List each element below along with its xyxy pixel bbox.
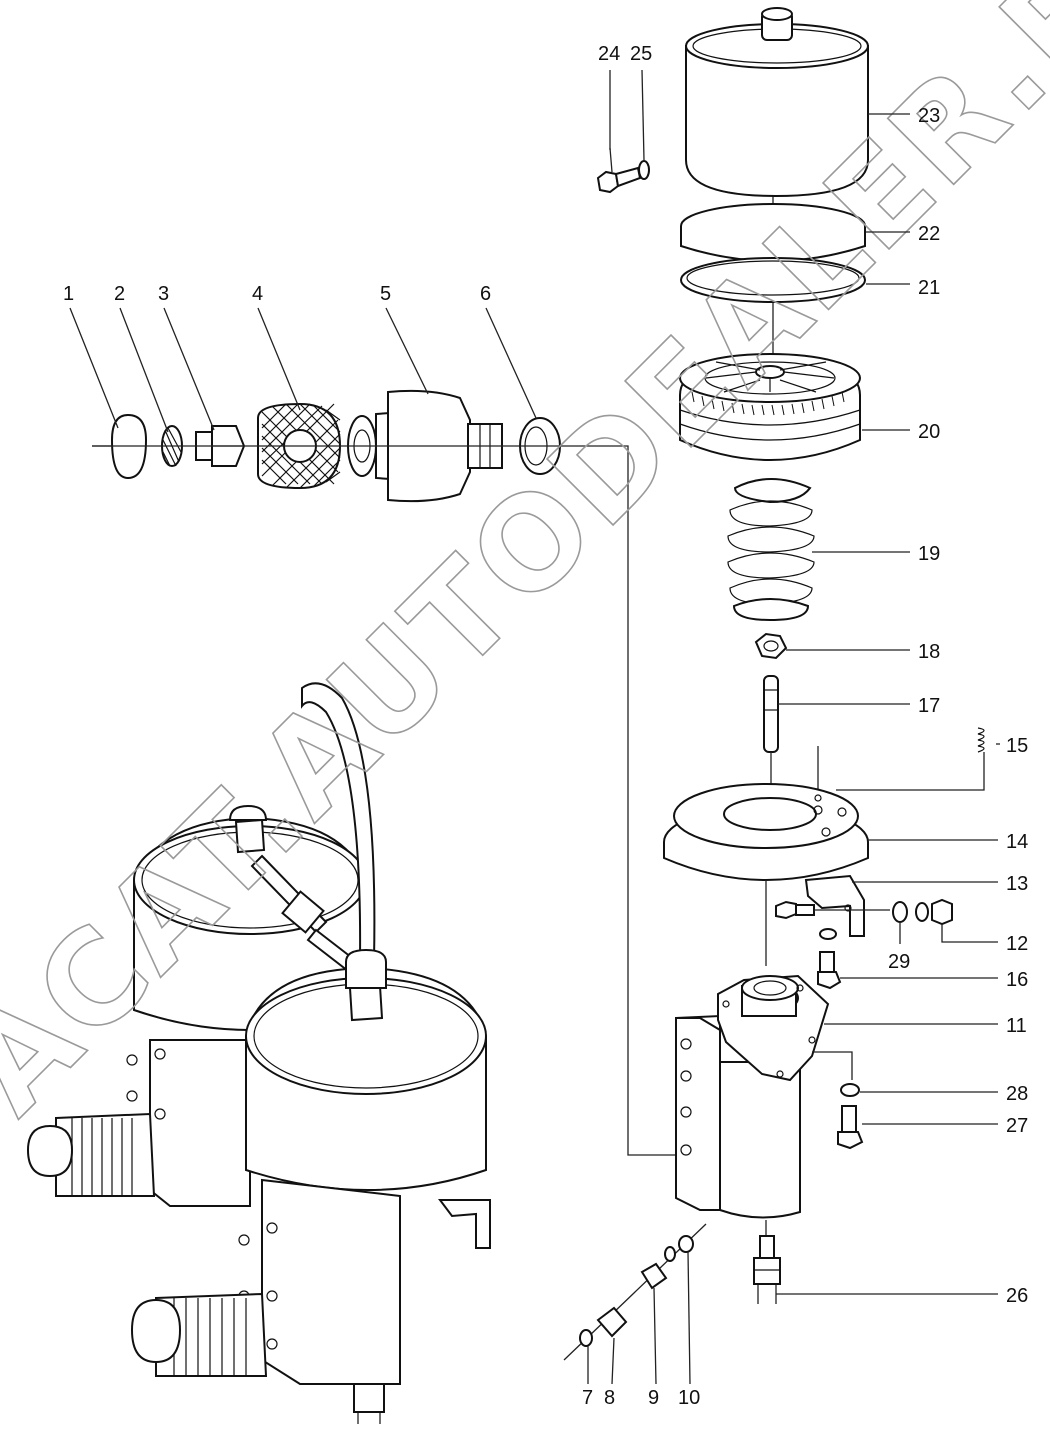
callout-5: 5: [380, 283, 391, 305]
part-21-o-ring: [680, 257, 866, 303]
callout-29: 29: [888, 951, 910, 973]
callout-25: 25: [630, 43, 652, 65]
part-12-nut: [931, 898, 953, 926]
assembled-unit: [26, 682, 491, 1424]
part-14-base-plate: [663, 783, 869, 881]
callout-7: 7: [582, 1387, 593, 1409]
callout-11: 11: [1006, 1015, 1027, 1037]
callout-17: 17: [918, 695, 940, 717]
part-19-spring: [727, 478, 815, 622]
part-20-diaphragm-head: [679, 353, 861, 461]
part-washer-small: [915, 902, 929, 922]
parts-7-10-small-fittings: [563, 1223, 707, 1361]
callout-8: 8: [604, 1387, 615, 1409]
callout-15: 15: [1006, 735, 1028, 757]
part-25-washer: [638, 160, 650, 180]
part-13-bracket: [804, 874, 865, 937]
part-27-bolt: [837, 1105, 864, 1150]
callout-22: 22: [918, 223, 940, 245]
part-15-small-spring: [836, 727, 985, 791]
callout-labels: 1 2 3 4 5 6 24 25 23 22 21 20 19 18 17 1…: [63, 43, 1028, 1409]
leader-lines: [69, 69, 1000, 1385]
callout-2: 2: [114, 283, 125, 305]
callout-4: 4: [252, 283, 263, 305]
callout-19: 19: [918, 543, 940, 565]
callout-1: 1: [63, 283, 74, 305]
callout-21: 21: [918, 277, 940, 299]
callout-12: 12: [1006, 933, 1028, 955]
callout-24: 24: [598, 43, 620, 65]
callout-6: 6: [480, 283, 491, 305]
part-18-nut: [754, 632, 788, 660]
callout-20: 20: [918, 421, 940, 443]
callout-26: 26: [1006, 1285, 1028, 1307]
part-22-ring: [680, 203, 866, 262]
part-17-pin: [763, 675, 779, 753]
part-28-washer: [840, 1083, 860, 1097]
callout-10: 10: [678, 1387, 700, 1409]
callout-9: 9: [648, 1387, 659, 1409]
callout-16: 16: [1006, 969, 1028, 991]
callout-3: 3: [158, 283, 169, 305]
part-24-bolt: [596, 166, 642, 194]
part-bolt-13: [775, 900, 815, 920]
callout-27: 27: [1006, 1115, 1028, 1137]
part-29-washer: [892, 901, 908, 923]
callout-14: 14: [1006, 831, 1028, 853]
callout-13: 13: [1006, 873, 1028, 895]
part-16-bolt: [817, 928, 842, 990]
part-11-valve-body: [675, 974, 830, 1219]
callout-28: 28: [1006, 1083, 1028, 1105]
part-23-cover: [685, 7, 869, 198]
callout-18: 18: [918, 641, 940, 663]
callout-23: 23: [918, 105, 940, 127]
